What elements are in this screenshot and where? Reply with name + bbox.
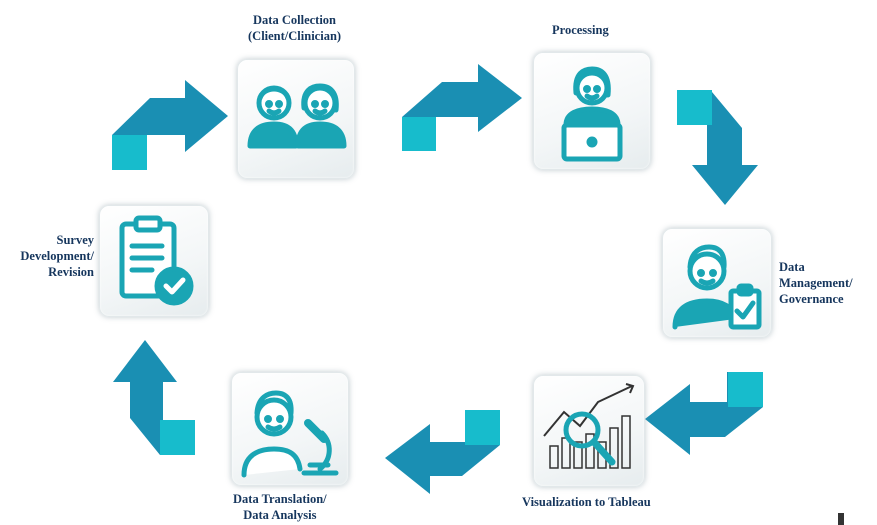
label-data-translation: Data Translation/ Data Analysis: [233, 491, 327, 523]
label-line: Processing: [552, 23, 609, 37]
clipboard-check-icon: [119, 215, 194, 306]
card-processing: [533, 52, 651, 170]
label-visualization: Visualization to Tableau: [522, 494, 651, 510]
corner-mark: [838, 513, 844, 525]
card-data-management: [662, 228, 772, 338]
label-line: Survey: [56, 233, 95, 247]
two-people-icon: [247, 83, 347, 149]
card-data-translation: [231, 372, 349, 486]
card-visualization: [533, 375, 645, 487]
chart-magnifier-icon: [543, 383, 635, 469]
label-data-management: Data Management/ Governance: [779, 259, 853, 307]
card-data-collection: [237, 59, 355, 179]
card-survey: [99, 205, 209, 317]
arrow-survey-to-collection: [112, 80, 228, 170]
label-processing: Processing: [552, 22, 609, 38]
label-line: Data Analysis: [243, 508, 317, 522]
label-data-collection: Data Collection (Client/Clinician): [248, 12, 341, 44]
label-line: Data: [779, 260, 805, 274]
label-line: Management/: [779, 276, 853, 290]
label-line: Visualization to Tableau: [522, 495, 651, 509]
label-survey: Survey Development/ Revision: [6, 232, 94, 280]
arrow-processing-to-management: [677, 90, 758, 205]
person-clipboard-icon: [672, 244, 762, 330]
arrow-management-to-visualization: [645, 372, 763, 455]
arrow-translation-to-survey: [113, 340, 195, 455]
label-line: Data Translation/: [233, 492, 327, 506]
arrow-collection-to-processing: [402, 64, 522, 151]
label-line: (Client/Clinician): [248, 29, 342, 43]
label-line: Governance: [779, 292, 844, 306]
label-line: Data Collection: [253, 13, 337, 27]
person-laptop-icon: [561, 66, 623, 162]
person-microscope-icon: [241, 390, 339, 478]
arrow-visualization-to-translation: [385, 410, 500, 494]
label-line: Development/: [20, 249, 94, 263]
label-line: Revision: [48, 265, 94, 279]
